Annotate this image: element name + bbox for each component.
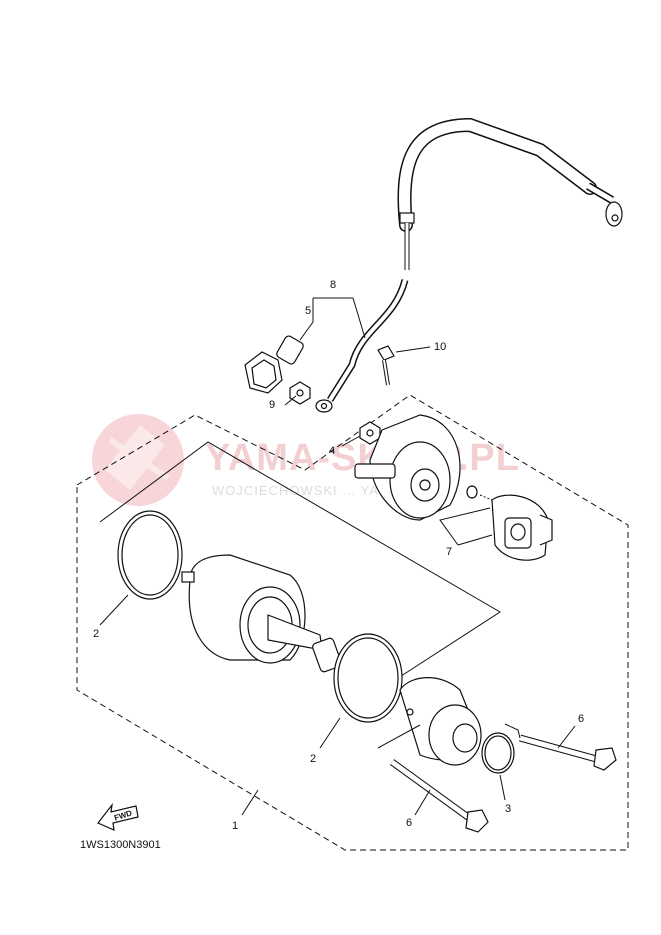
watermark-logo <box>92 414 184 506</box>
watermark-owner: WOJCIECHOWSKI ... YAMAHA <box>212 483 420 498</box>
nut-small <box>359 421 381 445</box>
callout-10: 10 <box>434 341 446 353</box>
nut <box>289 381 311 405</box>
rear-cover <box>354 414 461 521</box>
bolts-bracket <box>377 723 521 749</box>
long-bolt-right <box>519 734 617 771</box>
bolt-small <box>377 345 395 386</box>
terminal-cap <box>244 335 304 394</box>
front-cover <box>399 677 482 766</box>
o-ring-small-inner <box>484 735 512 771</box>
callout-7: 7 <box>446 546 452 558</box>
washer <box>466 485 478 499</box>
leader-lines <box>99 297 576 816</box>
callout-8: 8 <box>330 279 336 291</box>
starter-cable <box>315 117 623 413</box>
callout-9: 9 <box>269 399 275 411</box>
callout-6-right: 6 <box>578 713 584 725</box>
callout-2-left: 2 <box>93 628 99 640</box>
armature-shaft <box>267 614 342 673</box>
o-ring-center-inner <box>337 637 399 719</box>
callout-2-center: 2 <box>310 753 316 765</box>
long-bolt-left <box>389 759 489 833</box>
o-ring-left-inner <box>121 514 179 596</box>
callout-5: 5 <box>305 305 311 317</box>
brush-holder <box>491 494 553 561</box>
callout-1: 1 <box>232 820 238 832</box>
callout-3: 3 <box>505 803 511 815</box>
dotted-guide <box>479 494 493 501</box>
diagram-code: 1WS1300N3901 <box>80 839 161 851</box>
assembly-outline <box>76 394 629 851</box>
callout-4: 4 <box>329 445 335 457</box>
end-cover-bracket <box>99 441 501 681</box>
fwd-arrow-icon: FWD <box>97 802 139 831</box>
motor-yoke <box>181 554 306 664</box>
callout-6-left: 6 <box>406 817 412 829</box>
